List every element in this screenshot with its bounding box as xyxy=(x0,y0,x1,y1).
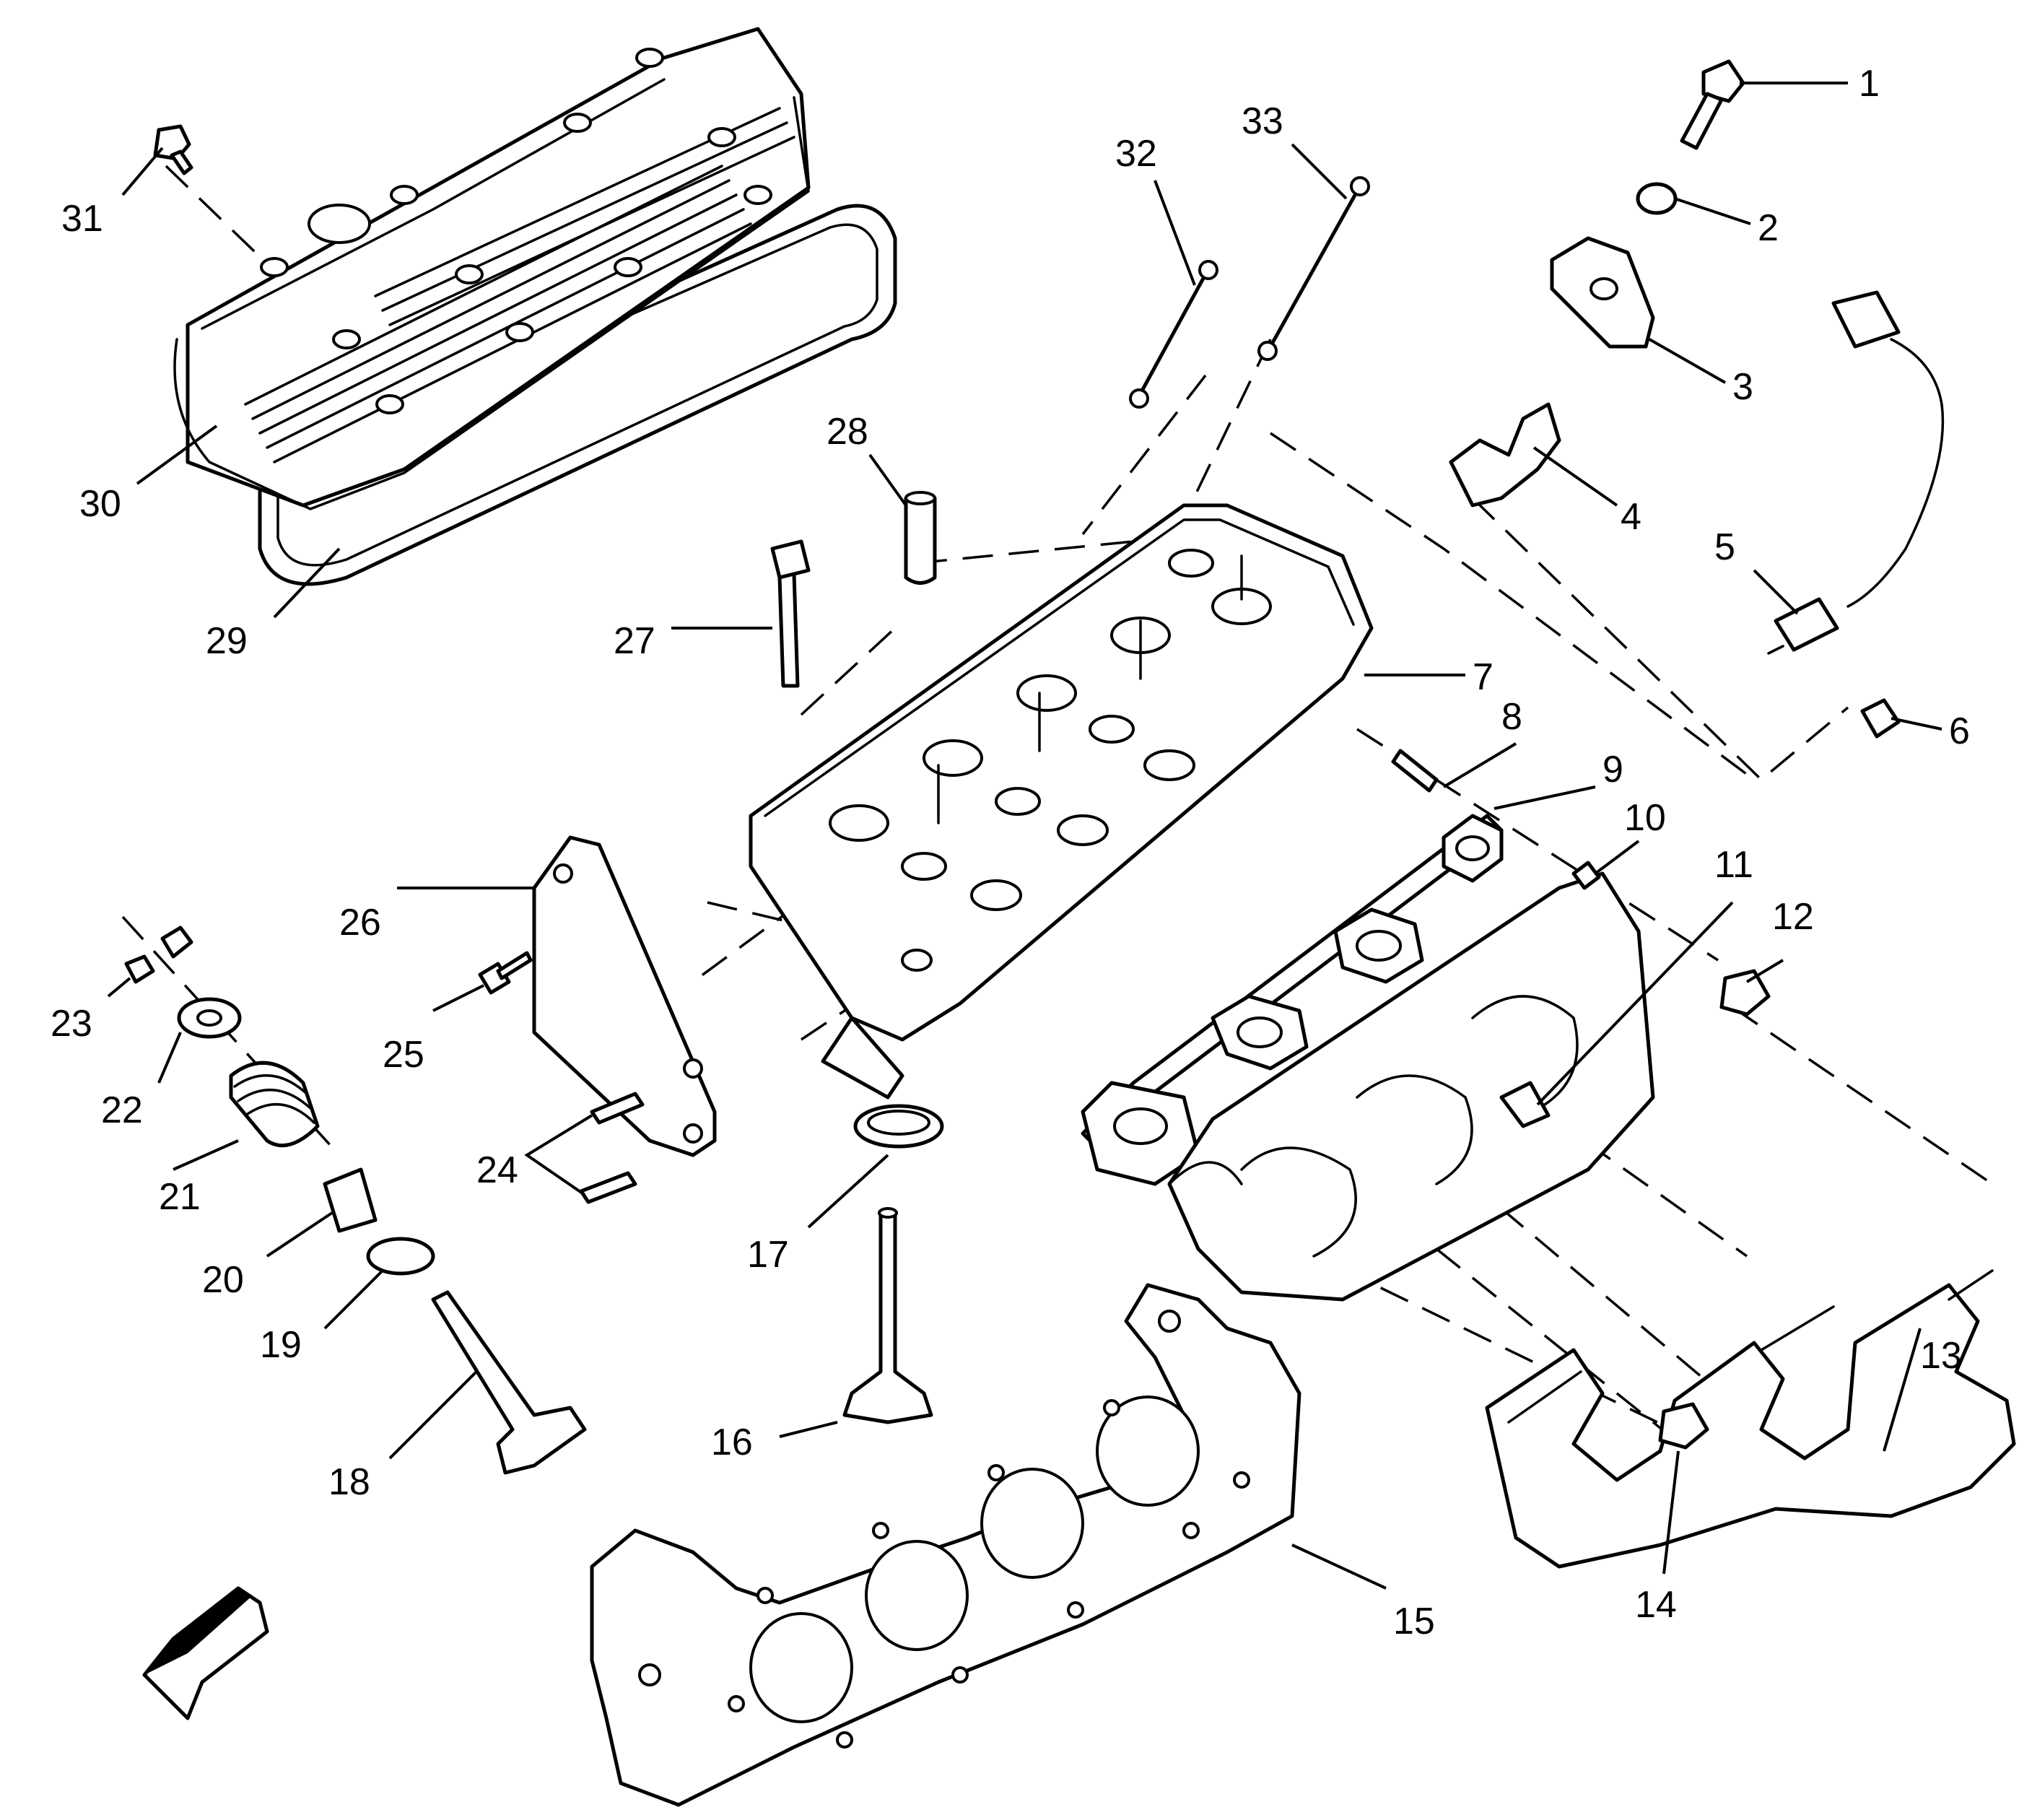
callout-3: 3 xyxy=(1732,366,1753,408)
callout-28: 28 xyxy=(827,411,868,453)
rocker-arm-bolt xyxy=(1680,59,1745,150)
valve-stem-seal xyxy=(323,1167,378,1233)
callout-25: 25 xyxy=(383,1034,424,1076)
valve-cover xyxy=(173,27,811,510)
valve-cover-bolt xyxy=(153,124,193,175)
valve-seal-ring xyxy=(853,1104,944,1149)
heat-shield xyxy=(1485,1269,2016,1569)
callout-14: 14 xyxy=(1635,1584,1677,1626)
callout-32: 32 xyxy=(1115,133,1157,175)
pushrod-short xyxy=(1129,260,1218,409)
rocker-arm xyxy=(1550,236,1655,349)
callout-10: 10 xyxy=(1624,797,1666,839)
callout-12: 12 xyxy=(1772,896,1814,938)
valve-stem-key xyxy=(160,926,193,959)
valve-key xyxy=(124,954,155,984)
callout-6: 6 xyxy=(1949,710,1970,752)
callout-9: 9 xyxy=(1602,749,1623,791)
callout-15: 15 xyxy=(1393,1601,1435,1642)
valve-spring-seat xyxy=(366,1237,435,1276)
exhaust-manifold-gasket xyxy=(1081,814,1504,1186)
callout-19: 19 xyxy=(260,1324,302,1366)
callout-leaders xyxy=(107,82,1942,1590)
callout-23: 23 xyxy=(51,1003,92,1045)
stud-lower xyxy=(579,1171,637,1204)
callout-30: 30 xyxy=(79,483,121,525)
pushrod-long xyxy=(1257,176,1370,361)
callout-13: 13 xyxy=(1920,1335,1962,1377)
exhaust-manifold xyxy=(1167,871,1655,1302)
callout-5: 5 xyxy=(1714,526,1735,568)
manifold-nut-upper xyxy=(1719,969,1771,1016)
callout-22: 22 xyxy=(101,1089,143,1131)
cylinder-head-gasket xyxy=(590,1283,1301,1807)
callout-26: 26 xyxy=(339,902,381,944)
manifold-bolt xyxy=(1499,1081,1551,1128)
callout-31: 31 xyxy=(61,198,103,240)
plug xyxy=(1860,698,1901,739)
callout-18: 18 xyxy=(328,1461,370,1503)
callout-24: 24 xyxy=(476,1149,518,1191)
callout-1: 1 xyxy=(1859,63,1880,105)
valve-cover-gasket xyxy=(258,204,897,586)
callout-33: 33 xyxy=(1242,100,1283,142)
callout-16: 16 xyxy=(711,1421,753,1463)
intake-valve xyxy=(431,1290,587,1475)
callout-2: 2 xyxy=(1758,207,1779,249)
oxygen-sensor xyxy=(1767,290,1945,655)
callout-4: 4 xyxy=(1621,496,1641,538)
callout-8: 8 xyxy=(1501,696,1522,738)
exhaust-valve xyxy=(842,1207,933,1424)
stud-upper xyxy=(590,1092,645,1125)
pivot-ball xyxy=(1636,182,1678,215)
cylinder-head xyxy=(749,503,1374,1100)
callout-11: 11 xyxy=(1714,844,1753,886)
callout-numbers: 1 2 3 4 5 6 7 8 9 10 11 12 13 14 15 16 1… xyxy=(51,63,1970,1642)
valve-spring-cap xyxy=(177,997,242,1039)
manifold-nut-lower xyxy=(1658,1402,1709,1450)
callout-27: 27 xyxy=(614,620,655,662)
callout-17: 17 xyxy=(747,1234,789,1276)
bracket xyxy=(532,835,717,1157)
front-direction-arrow-icon xyxy=(142,1586,269,1720)
manifold-stud xyxy=(1391,749,1439,793)
valve-spring xyxy=(229,1061,320,1148)
callout-29: 29 xyxy=(206,620,248,662)
manifold-stud-2 xyxy=(1571,861,1601,890)
callout-7: 7 xyxy=(1473,656,1493,698)
dowel-pin xyxy=(904,491,937,585)
bracket-bolt xyxy=(478,951,533,995)
callout-20: 20 xyxy=(202,1259,244,1301)
rocker-arm-support xyxy=(1449,402,1561,508)
callout-21: 21 xyxy=(159,1176,201,1218)
cylinder-head-bolt xyxy=(770,539,811,688)
